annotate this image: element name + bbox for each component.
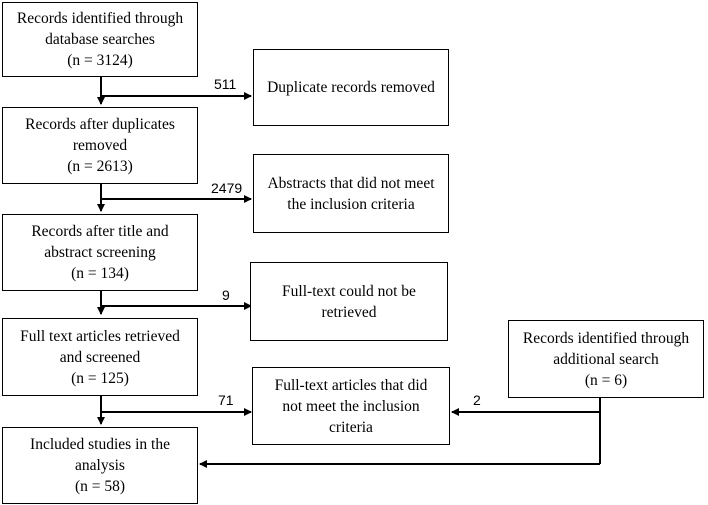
- box-line: Included studies in the: [30, 436, 170, 453]
- box-line: (n = 125): [71, 369, 129, 387]
- count-abstracts: 2479: [211, 180, 243, 196]
- box-line: (n = 58): [74, 478, 126, 495]
- box-line: Records identified through: [522, 329, 690, 347]
- box-duplicates-removed: Duplicate records removed: [253, 49, 449, 126]
- box-additional-search: Records identified through additional se…: [508, 320, 704, 398]
- box-line: analysis: [75, 457, 125, 474]
- box-line: abstract screening: [44, 244, 156, 261]
- box-line: Records identified through: [16, 10, 184, 27]
- count-not-retrieved: 9: [222, 287, 230, 303]
- box-line: database searches: [45, 31, 155, 48]
- box-line: Full text articles retrieved: [20, 327, 180, 345]
- box-line: (n = 134): [71, 265, 129, 282]
- box-fulltext-excluded: Full-text articles that did not meet the…: [252, 367, 450, 445]
- box-line: criteria: [329, 418, 373, 436]
- box-records-after-screening: Records after title and abstract screeni…: [2, 214, 198, 291]
- box-line: Duplicate records removed: [267, 79, 435, 96]
- box-line: Full-text articles that did: [274, 376, 428, 394]
- box-line: (n = 2613): [67, 158, 133, 175]
- box-line: Abstracts that did not meet: [267, 174, 435, 192]
- box-line: Records after title and: [31, 223, 169, 240]
- box-line: Full-text could not be: [282, 282, 416, 300]
- box-line: Records after duplicates: [25, 116, 175, 133]
- box-not-retrieved: Full-text could not be retrieved: [250, 262, 448, 341]
- box-line: additional search: [553, 350, 659, 368]
- box-fulltext-screened: Full text articles retrieved and screene…: [2, 318, 198, 396]
- box-line: (n = 3124): [67, 52, 133, 69]
- count-duplicates: 511: [214, 76, 237, 92]
- box-abstracts-excluded: Abstracts that did not meet the inclusio…: [253, 154, 449, 233]
- box-line: (n = 6): [584, 371, 628, 389]
- box-line: retrieved: [321, 303, 377, 321]
- box-line: removed: [72, 137, 128, 154]
- box-included-studies: Included studies in the analysis (n = 58…: [2, 427, 198, 504]
- box-line: not meet the inclusion: [282, 397, 420, 415]
- box-records-identified: Records identified through database sear…: [2, 2, 198, 77]
- box-line: and screened: [59, 348, 141, 366]
- count-additional-to-excluded: 2: [473, 392, 481, 408]
- count-fulltext-excluded: 71: [218, 392, 234, 408]
- box-records-after-duplicates: Records after duplicates removed (n = 26…: [2, 107, 198, 184]
- box-line: the inclusion criteria: [287, 195, 415, 213]
